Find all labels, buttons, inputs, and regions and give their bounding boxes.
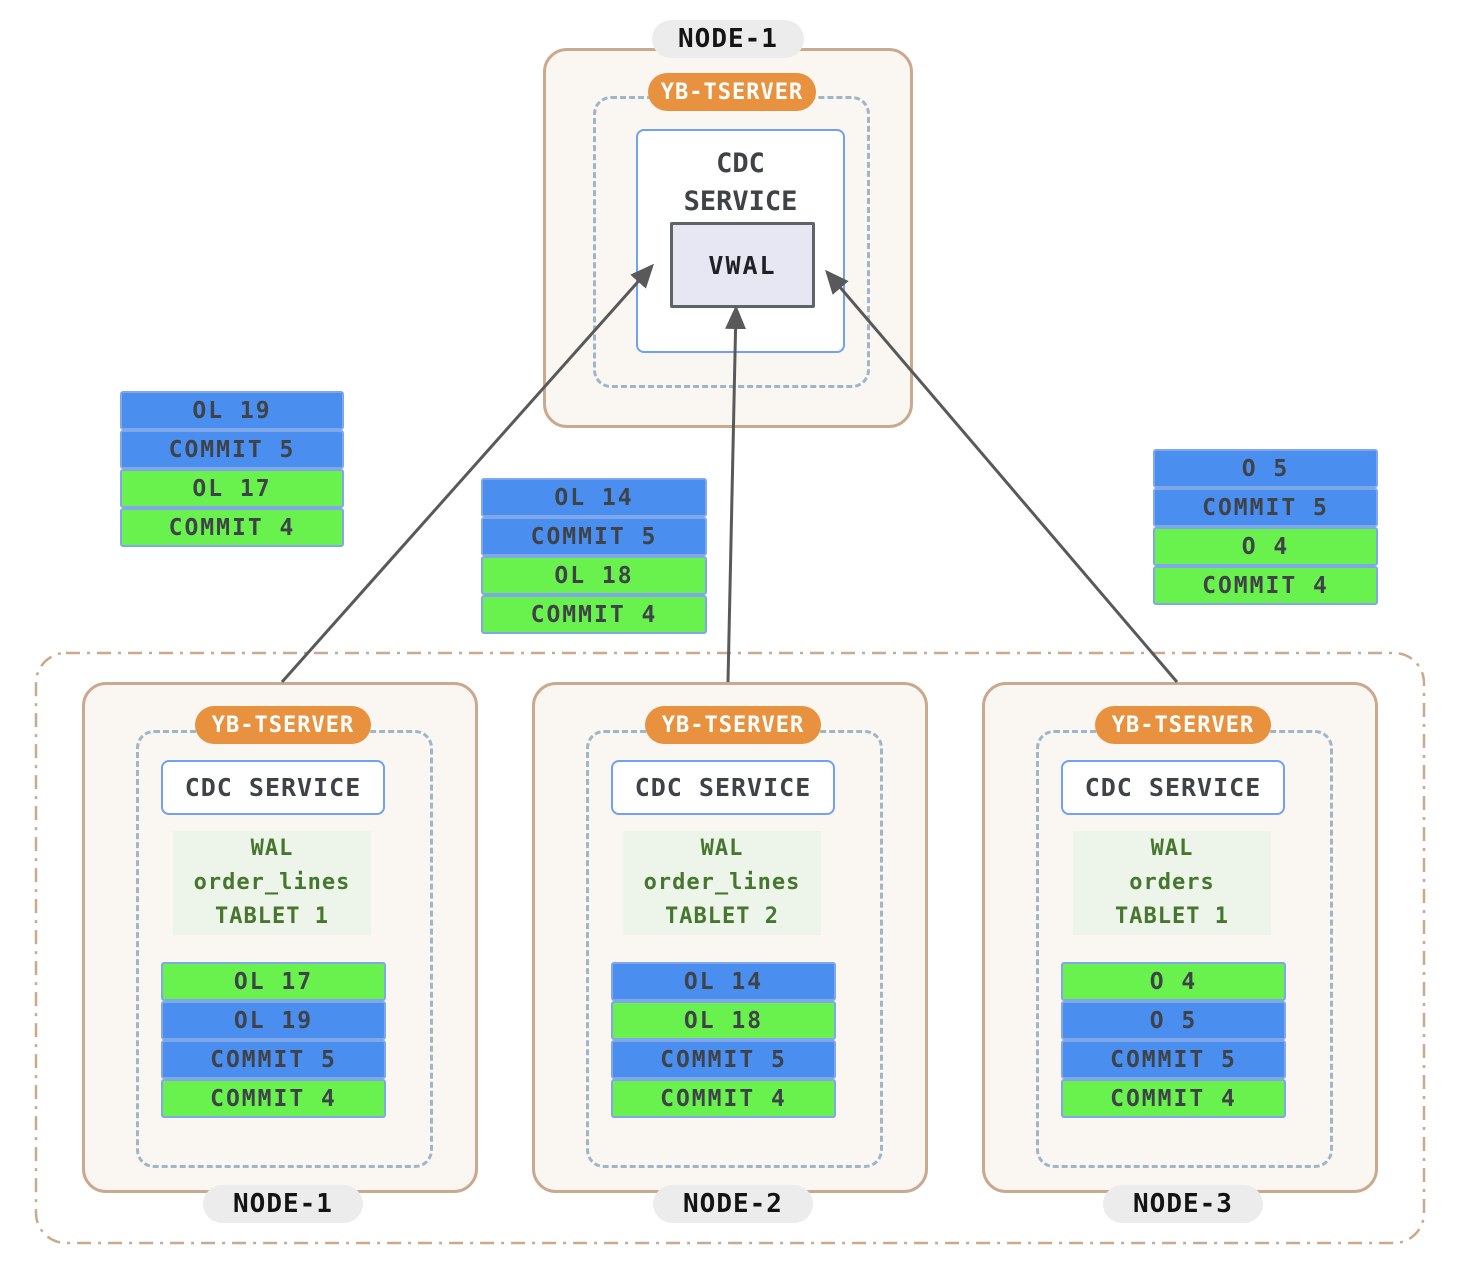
wal-record-label: COMMIT 5 [530, 523, 658, 550]
node1-cdc-service-label: CDC SERVICE [184, 773, 362, 802]
node1-tserver-badge: YB-TSERVER [195, 706, 371, 744]
wal-record-label: OL 19 [192, 397, 272, 424]
wal-record-bar: COMMIT 4 [120, 508, 344, 547]
wal-record-label: OL 14 [554, 484, 634, 511]
node3-wal-bar-stack: O 4 O 5 COMMIT 5 COMMIT 4 [1061, 962, 1286, 1118]
node2-cdc-service-box: CDC SERVICE [611, 760, 835, 815]
wal-record-label: COMMIT 4 [1202, 572, 1329, 599]
wal-record-label: COMMIT 5 [1110, 1046, 1237, 1073]
node2-wal-tablet-label: WAL order_lines TABLET 2 [623, 831, 821, 935]
wal-record-bar: OL 17 [120, 469, 344, 508]
wal-record-bar: COMMIT 4 [1061, 1079, 1286, 1118]
wal-table-name: order_lines [193, 870, 351, 895]
wal-record-bar: OL 17 [161, 962, 386, 1001]
bottom-node-2: YB-TSERVER CDC SERVICE WAL order_lines T… [532, 682, 928, 1223]
wal-record-label: O 5 [1241, 455, 1290, 482]
wal-records-stack-center: OL 14 COMMIT 5 OL 18 COMMIT 4 [481, 478, 707, 634]
wal-record-bar: OL 14 [611, 962, 836, 1001]
wal-record-bar: COMMIT 5 [1061, 1040, 1286, 1079]
wal-record-label: OL 18 [554, 562, 634, 589]
wal-record-bar: OL 19 [120, 391, 344, 430]
node1-wal-bar-stack: OL 17 OL 19 COMMIT 5 COMMIT 4 [161, 962, 386, 1118]
wal-record-label: O 4 [1241, 533, 1290, 560]
wal-tablet-name: TABLET 1 [215, 904, 329, 929]
wal-record-label: COMMIT 4 [660, 1085, 787, 1112]
wal-record-label: OL 14 [683, 968, 764, 995]
wal-record-bar: COMMIT 5 [481, 517, 707, 556]
vwal-box: VWAL [670, 222, 815, 308]
wal-records-stack-right: O 5 COMMIT 5 O 4 COMMIT 4 [1153, 449, 1378, 605]
node3-title: NODE-3 [1103, 1185, 1263, 1223]
wal-record-bar: COMMIT 5 [120, 430, 344, 469]
node3-wal-tablet-label: WAL orders TABLET 1 [1073, 831, 1271, 935]
node2-tserver-badge-label: YB-TSERVER [661, 712, 805, 738]
bottom-node-3: YB-TSERVER CDC SERVICE WAL orders TABLET… [982, 682, 1378, 1223]
wal-record-label: COMMIT 5 [168, 436, 296, 463]
wal-records-stack-left: OL 19 COMMIT 5 OL 17 COMMIT 4 [120, 391, 344, 547]
wal-record-bar: OL 18 [611, 1001, 836, 1040]
wal-record-label: OL 17 [233, 968, 314, 995]
wal-record-bar: COMMIT 5 [1153, 488, 1378, 527]
wal-table-name: order_lines [643, 870, 801, 895]
top-tserver-badge: YB-TSERVER [648, 73, 816, 111]
wal-table-name: orders [1129, 870, 1215, 895]
wal-record-label: COMMIT 5 [1202, 494, 1329, 521]
wal-record-bar: O 4 [1153, 527, 1378, 566]
wal-record-label: COMMIT 4 [210, 1085, 337, 1112]
wal-record-bar: OL 19 [161, 1001, 386, 1040]
wal-record-bar: COMMIT 5 [161, 1040, 386, 1079]
wal-record-bar: COMMIT 4 [611, 1079, 836, 1118]
node2-title: NODE-2 [653, 1185, 813, 1223]
node2-title-label: NODE-2 [683, 1189, 783, 1219]
wal-record-bar: OL 14 [481, 478, 707, 517]
wal-record-label: O 5 [1149, 1007, 1198, 1034]
wal-record-bar: COMMIT 5 [611, 1040, 836, 1079]
wal-record-bar: O 5 [1061, 1001, 1286, 1040]
wal-line: WAL [1150, 836, 1194, 861]
vwal-label: VWAL [708, 250, 777, 280]
node3-title-label: NODE-3 [1133, 1189, 1233, 1219]
wal-tablet-name: TABLET 1 [1115, 904, 1229, 929]
wal-record-bar: COMMIT 4 [161, 1079, 386, 1118]
node3-cdc-service-label: CDC SERVICE [1084, 773, 1262, 802]
node3-tserver-badge: YB-TSERVER [1095, 706, 1271, 744]
wal-record-label: COMMIT 5 [660, 1046, 787, 1073]
wal-record-label: COMMIT 4 [1110, 1085, 1237, 1112]
wal-record-bar: COMMIT 4 [1153, 566, 1378, 605]
node1-wal-tablet-label: WAL order_lines TABLET 1 [173, 831, 371, 935]
node1-title-label: NODE-1 [233, 1189, 333, 1219]
top-tserver-badge-label: YB-TSERVER [660, 79, 804, 105]
wal-record-label: COMMIT 4 [168, 514, 296, 541]
wal-line: WAL [250, 836, 294, 861]
wal-record-bar: O 4 [1061, 962, 1286, 1001]
wal-record-bar: OL 18 [481, 556, 707, 595]
top-cdc-service-label: CDC SERVICE [683, 148, 798, 217]
node2-wal-bar-stack: OL 14 OL 18 COMMIT 5 COMMIT 4 [611, 962, 836, 1118]
wal-record-label: COMMIT 4 [530, 601, 658, 628]
wal-record-bar: O 5 [1153, 449, 1378, 488]
top-node-box: YB-TSERVER CDC SERVICE VWAL [543, 48, 913, 428]
node1-title: NODE-1 [203, 1185, 363, 1223]
wal-line: WAL [700, 836, 744, 861]
node3-tserver-badge-label: YB-TSERVER [1111, 712, 1255, 738]
node1-cdc-service-box: CDC SERVICE [161, 760, 385, 815]
node2-tserver-badge: YB-TSERVER [645, 706, 821, 744]
wal-record-label: OL 17 [192, 475, 272, 502]
wal-record-bar: COMMIT 4 [481, 595, 707, 634]
wal-tablet-name: TABLET 2 [665, 904, 779, 929]
wal-record-label: OL 18 [683, 1007, 764, 1034]
top-node-title: NODE-1 [652, 20, 804, 58]
wal-record-label: O 4 [1149, 968, 1198, 995]
node1-tserver-badge-label: YB-TSERVER [211, 712, 355, 738]
top-node-title-label: NODE-1 [678, 24, 778, 54]
node3-cdc-service-box: CDC SERVICE [1061, 760, 1285, 815]
wal-record-label: OL 19 [233, 1007, 314, 1034]
wal-record-label: COMMIT 5 [210, 1046, 337, 1073]
bottom-node-1: YB-TSERVER CDC SERVICE WAL order_lines T… [82, 682, 478, 1223]
node2-cdc-service-label: CDC SERVICE [634, 773, 812, 802]
